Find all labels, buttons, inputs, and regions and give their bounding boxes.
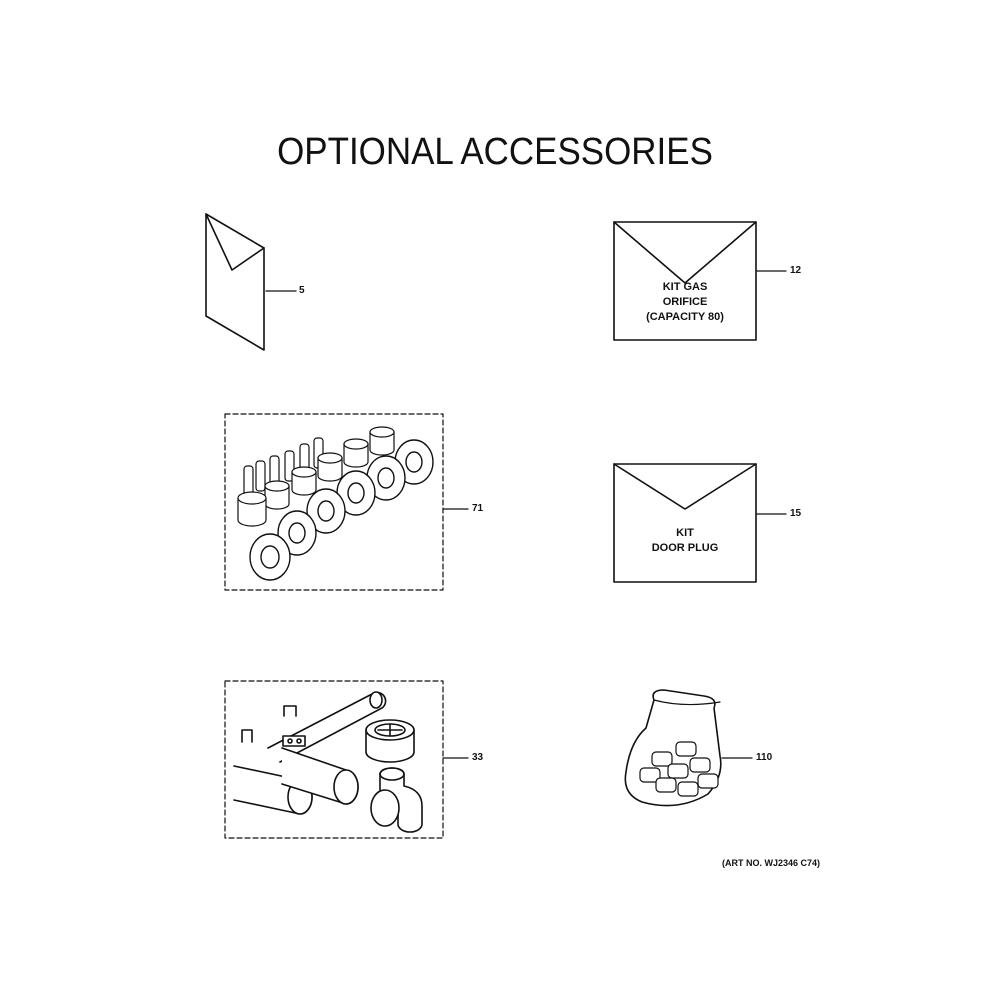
art-number: (ART NO. WJ2346 C74) xyxy=(722,858,821,868)
fastener-bag-illustration xyxy=(624,689,753,807)
callout-15: 15 xyxy=(790,508,802,519)
callout-110: 110 xyxy=(756,752,773,763)
gas-kit-label-line-3: (CAPACITY 80) xyxy=(646,311,724,323)
callout-71: 71 xyxy=(472,503,484,514)
manual-illustration xyxy=(205,213,297,351)
gas-kit-label-line-1: KIT GAS xyxy=(662,281,708,293)
callout-5: 5 xyxy=(299,285,305,296)
burner-kit-illustration xyxy=(224,413,469,591)
gas-kit-label: KIT GAS ORIFICE (CAPACITY 80) xyxy=(614,280,756,325)
gas-kit-envelope xyxy=(613,221,787,341)
door-plug-label: KIT DOOR PLUG xyxy=(614,526,756,556)
page-title: OPTIONAL ACCESSORIES xyxy=(277,131,713,173)
callout-12: 12 xyxy=(790,265,802,276)
door-plug-envelope xyxy=(613,463,787,583)
door-plug-label-line-2: DOOR PLUG xyxy=(651,542,719,554)
gas-kit-label-line-2: ORIFICE xyxy=(662,296,708,308)
manifold-kit-illustration xyxy=(224,680,469,839)
door-plug-label-line-1: KIT xyxy=(676,527,694,539)
callout-33: 33 xyxy=(472,752,484,763)
